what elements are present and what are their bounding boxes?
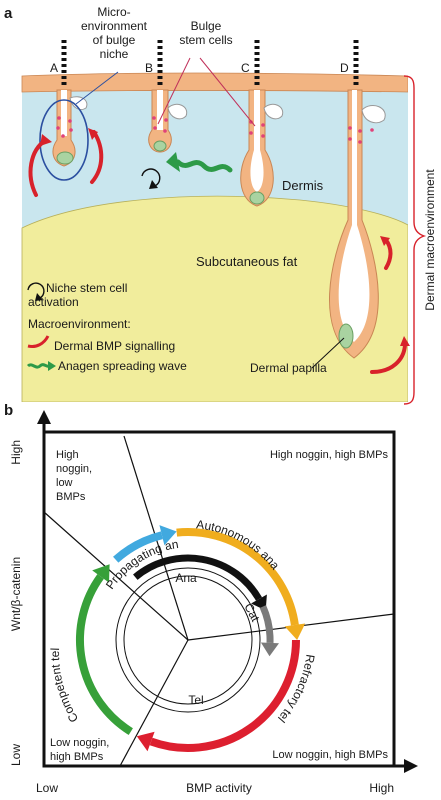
epidermis-layer bbox=[21, 72, 408, 93]
arc-refractory-tel bbox=[149, 639, 300, 752]
inner-cycle-inner-ring bbox=[123, 575, 253, 705]
y-high-label: High bbox=[9, 440, 23, 465]
phase-label-tel: Tel bbox=[188, 693, 203, 707]
follicle-label-a: A bbox=[50, 61, 58, 75]
papilla-callout-line bbox=[311, 337, 345, 369]
arc-autonomous-ana-head bbox=[284, 623, 306, 640]
legend-activation-line1: Niche stem cell bbox=[46, 281, 127, 295]
svg-text:Micro-: Micro- bbox=[97, 5, 130, 19]
anagen-wave-arrow bbox=[175, 159, 233, 173]
svg-text:low: low bbox=[56, 477, 73, 489]
arc-ana bbox=[133, 554, 263, 601]
follicle-label-b: B bbox=[145, 61, 153, 75]
arc-autonomous-ana bbox=[176, 528, 299, 626]
legend-bmp-text: Dermal BMP signalling bbox=[54, 339, 175, 353]
phase-label-competent: Competent tel bbox=[48, 648, 81, 725]
microenvironment-label: Micro- environment of bulge niche bbox=[81, 5, 148, 61]
phase-label-ana: Ana bbox=[175, 571, 197, 585]
svg-text:High: High bbox=[56, 449, 79, 461]
arc-refractory-tel-head bbox=[136, 731, 155, 752]
subcutaneous-fat-layer bbox=[21, 195, 408, 402]
arc-ana-head bbox=[251, 594, 267, 611]
hair-shafts bbox=[61, 40, 359, 86]
x-low-label: Low bbox=[36, 781, 58, 795]
dermal-papilla-label: Dermal papilla bbox=[250, 361, 327, 375]
macroenvironment-side-label: Dermal macroenvironment bbox=[423, 169, 437, 311]
panel-b-label: b bbox=[4, 402, 13, 419]
follicle-c bbox=[240, 89, 284, 207]
state-space-box bbox=[42, 430, 396, 768]
region-top-left: High noggin, low BMPs bbox=[56, 449, 92, 503]
bulge-callout-lines bbox=[157, 57, 256, 127]
y-axis-label: Wnt/β-catenin bbox=[9, 557, 23, 631]
arc-propagating-ana-head bbox=[159, 525, 177, 546]
anagen-wave-arrowhead bbox=[166, 152, 180, 172]
legend-wave-text: Anagen spreading wave bbox=[58, 359, 187, 373]
svg-text:Bulge: Bulge bbox=[191, 19, 222, 33]
svg-text:stem cells: stem cells bbox=[179, 33, 232, 47]
panel-a-legend: Niche stem cell activation Macroenvironm… bbox=[26, 281, 187, 373]
skin-tissue bbox=[21, 72, 408, 402]
callout-lines bbox=[75, 71, 119, 105]
region-top-right: High noggin, high BMPs bbox=[270, 449, 389, 461]
y-low-label: Low bbox=[9, 744, 23, 766]
svg-text:BMPs: BMPs bbox=[56, 491, 86, 503]
partition-lines bbox=[43, 435, 395, 767]
fat-label: Subcutaneous fat bbox=[196, 254, 298, 269]
follicle-a bbox=[52, 89, 88, 167]
svg-text:Low noggin,: Low noggin, bbox=[50, 737, 109, 749]
arc-cat bbox=[259, 605, 274, 644]
inner-cycle-outer-ring bbox=[115, 567, 261, 713]
macroenvironment-bracket bbox=[403, 75, 427, 405]
x-axis-label: BMP activity bbox=[186, 781, 252, 795]
svg-text:noggin,: noggin, bbox=[56, 463, 92, 475]
svg-text:high BMPs: high BMPs bbox=[50, 751, 104, 763]
legend-bmp-icon bbox=[27, 335, 50, 348]
legend-wave-icon bbox=[26, 363, 51, 369]
follicle-d bbox=[328, 89, 386, 359]
svg-text:of bulge: of bulge bbox=[93, 33, 136, 47]
arc-cat-head bbox=[260, 642, 279, 657]
legend-activation-line2: activation bbox=[28, 295, 79, 309]
panel-a: a bbox=[4, 5, 437, 405]
region-bottom-left: Low noggin, high BMPs bbox=[50, 737, 109, 763]
svg-text:environment: environment bbox=[81, 19, 148, 33]
follicle-label-c: C bbox=[241, 61, 250, 75]
svg-text:niche: niche bbox=[100, 47, 129, 61]
legend-activation-icon bbox=[27, 282, 45, 299]
region-bottom-right: Low noggin, high BMPs bbox=[272, 749, 388, 761]
inner-phase-arcs bbox=[133, 554, 279, 657]
follicle-label-d: D bbox=[340, 61, 349, 75]
activation-symbol bbox=[141, 168, 161, 189]
dermis-label: Dermis bbox=[282, 178, 324, 193]
outer-phase-arcs bbox=[75, 525, 306, 752]
bulge-label: Bulge stem cells bbox=[179, 19, 232, 47]
bmp-arrowheads bbox=[40, 128, 410, 346]
panel-a-label: a bbox=[4, 5, 13, 22]
arc-competent-tel-head bbox=[92, 564, 110, 583]
x-high-label: High bbox=[369, 781, 394, 795]
arc-competent-tel bbox=[75, 574, 133, 735]
legend-macro-title: Macroenvironment: bbox=[28, 317, 131, 331]
arc-propagating-ana bbox=[113, 531, 163, 563]
niche-circle bbox=[39, 99, 89, 181]
